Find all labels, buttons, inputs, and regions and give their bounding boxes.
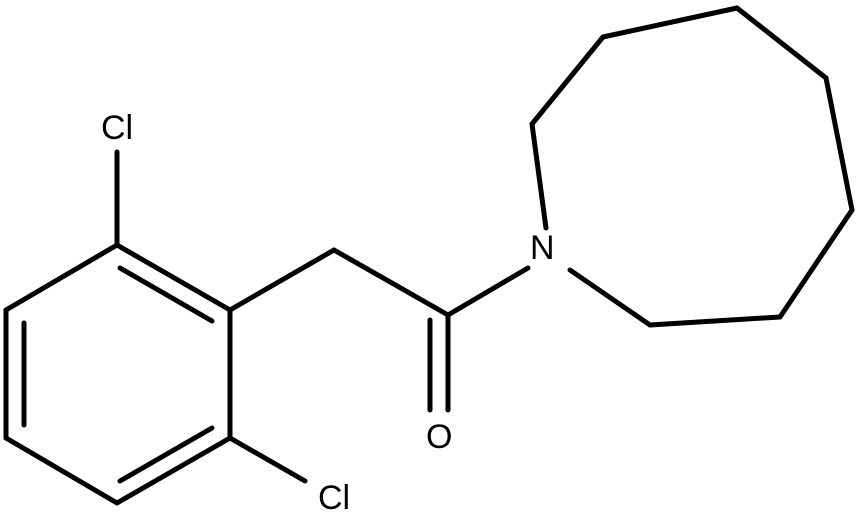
atom-label-n: N: [530, 229, 555, 267]
bond-ring-c1-c2: [114, 242, 233, 313]
bond-n-azocane-upper: [529, 121, 549, 231]
atom-label-cl-top: Cl: [101, 109, 133, 147]
atom-label-cl-bottom: Cl: [318, 479, 350, 517]
bond-azocane-5: [777, 207, 855, 320]
bond-azocane-6: [647, 314, 783, 328]
bond-azocane-1: [529, 34, 606, 127]
bond-ring-c6-c1: [3, 242, 120, 313]
bond-c2-ch2: [227, 247, 337, 313]
bond-ch2-carbonyl: [331, 247, 451, 318]
bond-ring-c3-c4: [114, 435, 233, 506]
atom-label-o: O: [426, 418, 452, 456]
bond-azocane-2: [600, 5, 740, 40]
bond-ring-c3-c4-inner: [117, 425, 215, 484]
bond-azocane-3: [734, 5, 829, 81]
bond-azocane-4: [823, 75, 855, 213]
bond-ring-c4-c5: [3, 435, 120, 506]
bond-azocane-7: [567, 267, 653, 328]
bond-c3-cl-bottom: [227, 435, 308, 484]
bond-ring-c1-c2-inner: [117, 265, 215, 324]
bond-carbonyl-n: [445, 265, 531, 318]
